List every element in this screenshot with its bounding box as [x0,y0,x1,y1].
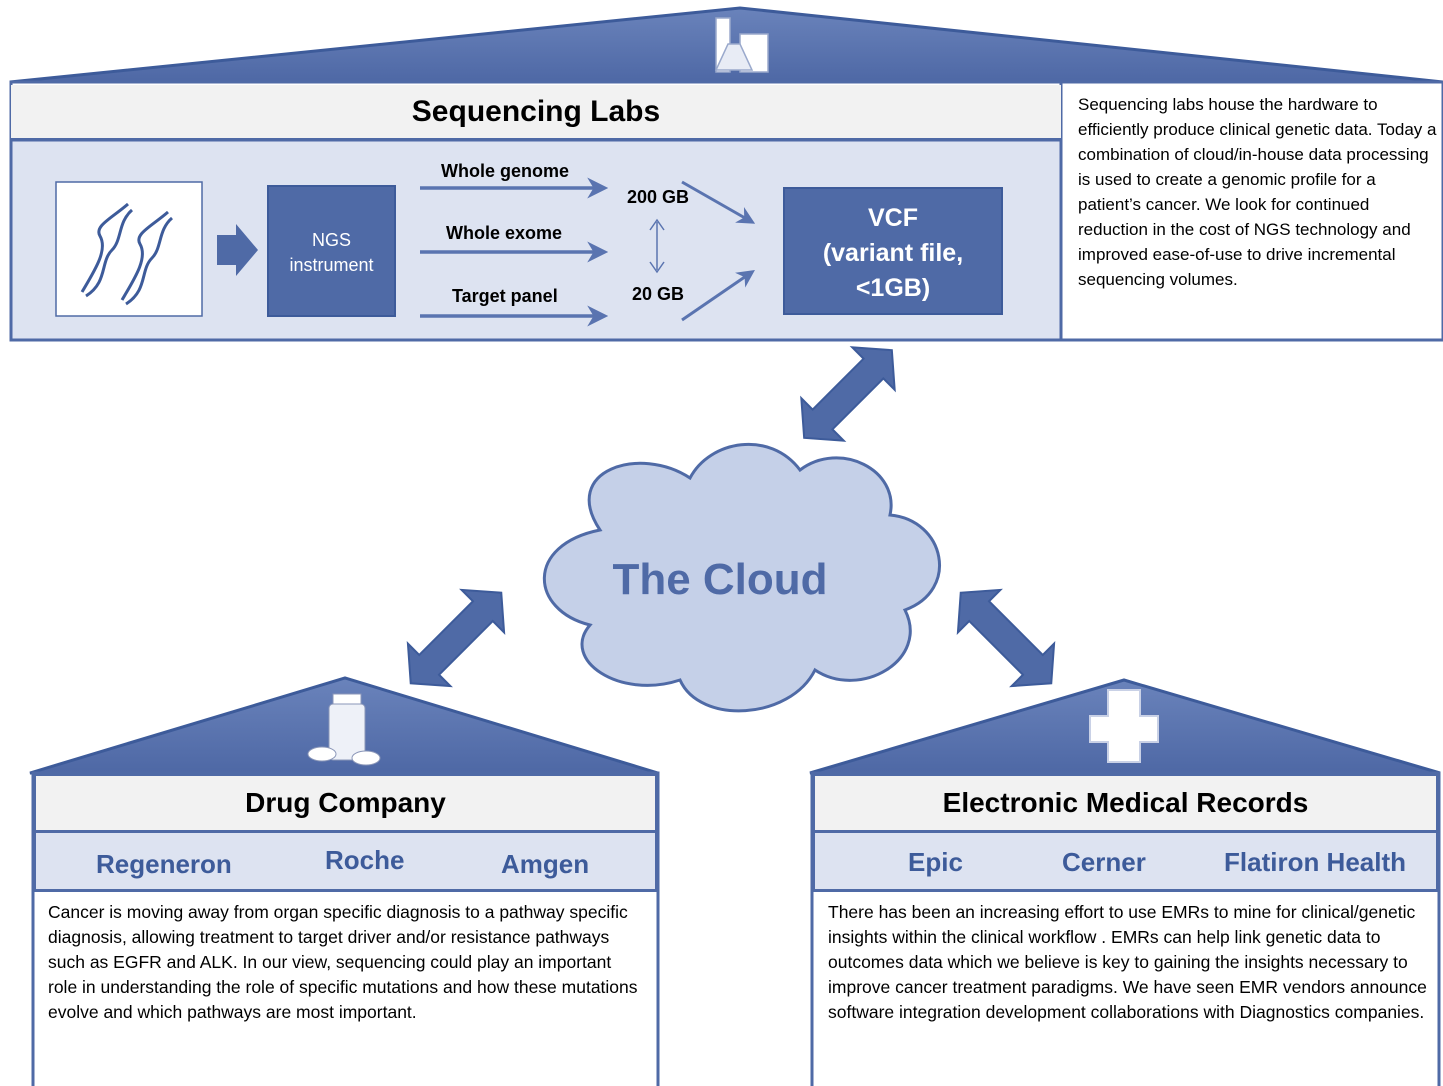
cloud-shape [542,442,941,713]
medical-cross-icon [1089,689,1159,763]
sequencing-labs-description: Sequencing labs house the hardware to ef… [1078,95,1437,289]
ngs-label-line1: NGS [311,230,351,250]
lab-flask-icon [714,17,769,73]
emr-description: There has been an increasing effort to u… [828,900,1428,1025]
drug-company-title: Drug Company [33,773,658,833]
ngs-instrument-label: NGS instrument [268,228,395,278]
company-regeneron: Regeneron [96,849,232,879]
vcf-box [783,187,1003,315]
vendor-cerner: Cerner [1062,847,1146,877]
cloud-label: The Cloud [612,555,828,604]
vcf-label-line2: (variant file, [822,239,964,267]
vcf-label-line3: <1GB) [855,274,931,302]
emr-vendor-list: Epic Cerner Flatiron Health [812,830,1439,892]
arrow-dna-to-ngs [217,224,258,276]
vcf-label: VCF (variant file, <1GB) [784,201,1002,306]
flow-label-target-panel: Target panel [452,286,558,306]
size-label-small: 20 GB [632,284,685,304]
sequencing-labs-title: Sequencing Labs [11,85,1061,141]
dna-image-box [55,181,203,317]
dna-helix-icon [80,202,174,306]
drug-company-description: Cancer is moving away from organ specifi… [48,900,644,1025]
flow-label-whole-genome: Whole genome [441,161,570,181]
emr-title: Electronic Medical Records [812,773,1439,833]
ngs-label-line2: instrument [289,255,374,275]
drug-company-list: Regeneron Roche Amgen [33,830,658,892]
company-amgen: Amgen [501,849,590,879]
size-label-large: 200 GB [627,187,690,207]
ngs-instrument-box [267,185,396,317]
pill-bottle-icon [307,693,381,766]
flow-label-whole-exome: Whole exome [446,223,563,243]
arrow-emr-cloud [956,588,1056,688]
arrow-labs-cloud [800,346,896,442]
vendor-epic: Epic [908,847,963,877]
vcf-label-line1: VCF [868,204,918,232]
company-roche: Roche [325,845,405,875]
arrow-drug-cloud [406,588,506,688]
vendor-flatiron-health: Flatiron Health [1224,847,1407,877]
